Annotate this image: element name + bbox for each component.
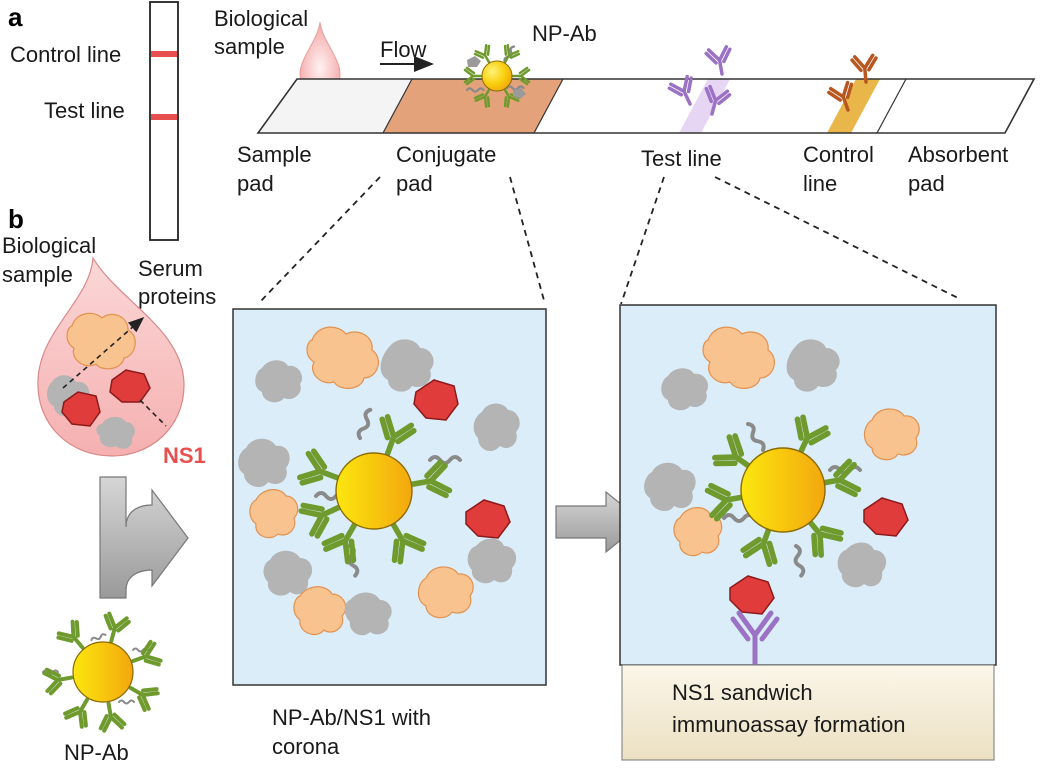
corona-complex xyxy=(238,326,520,636)
corona-caption-line1: NP-Ab/NS1 with xyxy=(272,705,431,730)
panel-b-letter: b xyxy=(8,204,24,234)
sandwich-ns1-bottom xyxy=(729,575,775,615)
np-ab-label-bottom: NP-Ab xyxy=(64,740,129,765)
sandwich-ns1-right xyxy=(863,497,909,537)
flow-label: Flow xyxy=(380,37,427,62)
b-sample-label-line1: Biological xyxy=(2,233,96,258)
control-line-antibodies xyxy=(827,53,878,112)
corona-ns1-right xyxy=(465,499,511,539)
strip-control-line-label: Control line xyxy=(10,42,121,67)
test-band xyxy=(679,79,730,133)
membrane xyxy=(534,79,906,133)
absorbent-pad xyxy=(877,79,1034,133)
absorbent-pad-label-line1: Absorbent xyxy=(908,142,1008,167)
sandwich-nanoparticle xyxy=(740,447,826,533)
corona-nanoparticle xyxy=(335,452,413,530)
sandwich-caption-line2: immunoassay formation xyxy=(672,712,906,737)
test-strip xyxy=(149,1,179,241)
absorbent-pad-label-line2: pad xyxy=(908,171,945,196)
sandwich-caption-box xyxy=(621,664,995,761)
sandwich-complex xyxy=(644,326,920,668)
zoom-lines xyxy=(257,176,959,305)
sandwich-caption-line1: NS1 sandwich xyxy=(672,680,813,705)
sample-label-line2: sample xyxy=(214,34,285,59)
panel-a-letter: a xyxy=(8,2,23,32)
strip-control-band xyxy=(151,51,177,57)
conjugate-np-ab xyxy=(463,43,531,109)
sample-pad xyxy=(258,79,412,133)
corona-ns1-top xyxy=(413,379,459,421)
conjugate-pad-label-line1: Conjugate xyxy=(396,142,496,167)
control-line-label-line2: line xyxy=(803,171,837,196)
np-ab-label-top: NP-Ab xyxy=(532,21,597,46)
control-band xyxy=(827,79,880,133)
ns1-protein-icon xyxy=(61,391,101,427)
lateral-flow-strip xyxy=(256,78,1036,134)
np-ab-conjugate-small xyxy=(41,610,164,734)
sample-pad-label-line1: Sample xyxy=(237,142,312,167)
serum-proteins-label-line1: Serum xyxy=(138,256,203,281)
sample-label-line1: Biological xyxy=(214,6,308,31)
ns1-pointer xyxy=(139,399,167,427)
capture-antibody xyxy=(730,610,780,668)
strip-test-line-label: Test line xyxy=(44,98,125,123)
test-line-label: Test line xyxy=(641,146,722,171)
sample-pad-label-line2: pad xyxy=(237,171,274,196)
control-line-label-line1: Control xyxy=(803,142,874,167)
conjugate-pad-label-line2: pad xyxy=(396,171,433,196)
merge-arrow xyxy=(99,476,189,599)
serum-proteins-label-line2: proteins xyxy=(138,284,216,309)
test-line-antibodies xyxy=(667,45,732,116)
corona-caption-line2: corona xyxy=(272,734,340,759)
b-sample-label-line2: sample xyxy=(2,262,73,287)
conjugate-pad xyxy=(383,79,563,133)
strip-test-band xyxy=(151,114,177,120)
ns1-label: NS1 xyxy=(163,443,206,468)
